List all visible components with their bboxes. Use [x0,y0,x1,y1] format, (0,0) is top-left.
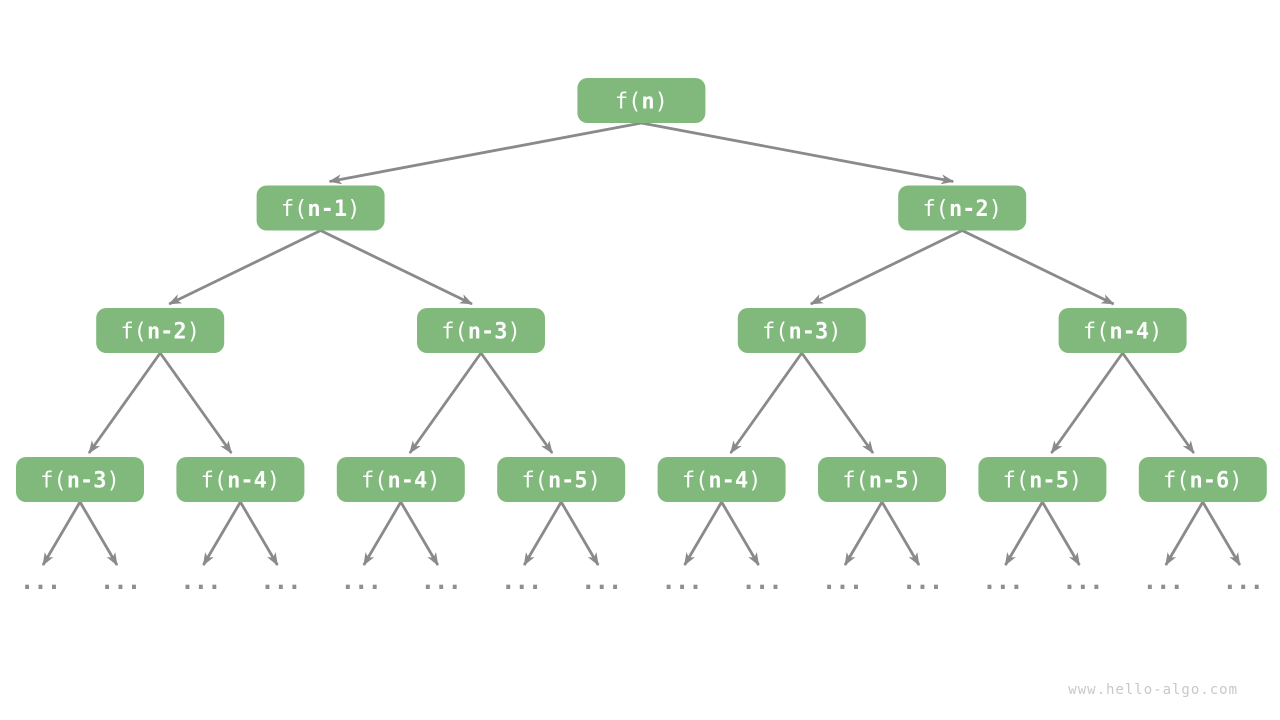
tree-node-label: f(n-1) [281,197,361,222]
leaf-ellipsis: ... [902,567,942,595]
tree-node: f(n-3) [737,308,866,353]
edge-arrow [961,229,1115,306]
edge-arrow [1004,501,1044,566]
edge-arrow [1050,352,1124,454]
edge-arrow [641,121,955,185]
edge-arrow [408,352,483,454]
edge-arrow [362,501,403,566]
edge-arrow [720,501,760,566]
tree-node: f(n-6) [1138,457,1267,502]
edge-arrow [683,501,723,566]
edge-arrow [800,352,875,454]
edge-arrow [78,501,119,566]
edge-arrow [729,352,803,454]
edge-arrow [168,229,322,306]
edge-arrow [1121,352,1195,454]
tree-node-label: f(n-6) [1163,469,1243,494]
tree-node-label: f(n-5) [521,469,601,494]
edge-arrow [479,352,554,454]
edge-arrow [1201,501,1242,566]
leaf-ellipsis: ... [501,567,541,595]
leaf-ellipsis: ... [1143,567,1183,595]
tree-node: f(n-1) [256,185,385,231]
tree-node-label: f(n-2) [120,320,200,345]
tree-node-label: f(n-4) [682,469,762,494]
tree-node: f(n-2) [96,308,225,353]
leaf-ellipsis: ... [581,567,621,595]
leaf-ellipsis: ... [741,567,781,595]
tree-node-label: f(n-3) [441,320,521,345]
edge-arrow [522,501,563,566]
edge-arrow [202,501,242,566]
tree-node-label: f(n-3) [40,469,120,494]
leaf-ellipsis: ... [100,567,140,595]
edge-arrow [399,501,440,566]
leaf-ellipsis: ... [341,567,381,595]
edge-arrow [880,501,921,566]
tree-node-label: f(n) [615,90,668,115]
tree-node-label: f(n-4) [1083,320,1163,345]
edge-arrow [1164,501,1205,566]
leaf-ellipsis: ... [1223,567,1263,595]
tree-node: f(n-3) [16,457,144,502]
tree-node-label: f(n-4) [361,469,441,494]
tree-node: f(n-4) [657,457,786,502]
leaf-ellipsis: ... [180,567,220,595]
tree-node-label: f(n-2) [922,197,1001,222]
edge-arrow [559,501,600,566]
edge-arrow [1041,501,1081,566]
edge-arrow [809,229,963,306]
leaf-ellipsis: ... [822,567,862,595]
tree-node-label: f(n-5) [1003,469,1083,494]
edge-arrow [843,501,884,566]
tree-node: f(n-5) [978,457,1107,502]
tree-node: f(n-4) [336,457,465,502]
tree-node: f(n-4) [176,457,305,502]
leaf-ellipsis: ... [421,567,461,595]
tree-node: f(n-5) [818,457,946,502]
edge-arrow [159,352,233,454]
tree-node: f(n-3) [417,308,545,353]
edge-arrow [41,501,82,566]
tree-node: f(n) [577,78,706,123]
edge-arrow [87,352,162,454]
leaf-ellipsis: ... [1062,567,1102,595]
tree-node: f(n-2) [898,185,1027,231]
tree-node: f(n-5) [497,457,626,502]
edge-arrow [239,501,279,566]
leaf-ellipsis: ... [20,567,60,595]
leaf-ellipsis: ... [661,567,701,595]
edge-arrow [328,121,642,185]
tree-node-label: f(n-4) [201,469,281,494]
tree-node-label: f(n-3) [762,320,842,345]
leaf-ellipsis: ... [260,567,300,595]
tree-node-label: f(n-5) [842,469,922,494]
leaf-ellipsis: ... [982,567,1022,595]
watermark: www.hello-algo.com [1068,682,1238,698]
tree-node: f(n-4) [1058,308,1187,353]
edge-arrow [319,229,473,306]
